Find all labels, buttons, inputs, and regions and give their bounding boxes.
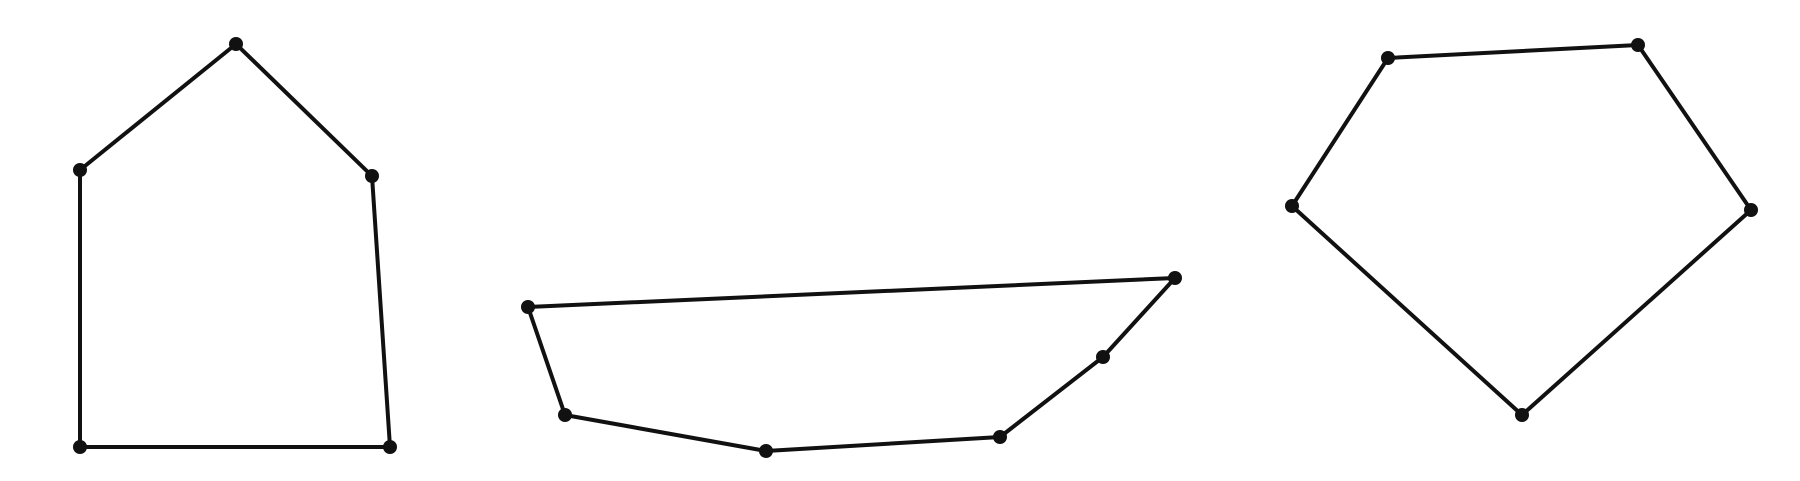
boat-hexagon-vertex-4 — [993, 430, 1007, 444]
boat-hexagon-vertex-3 — [1096, 350, 1110, 364]
boat-hexagon-vertex-2 — [1168, 271, 1182, 285]
boat-hexagon-vertex-6 — [558, 408, 572, 422]
house-pentagon-outline — [78, 42, 392, 449]
pentagon-outline — [1290, 43, 1753, 417]
boat-hexagon-outline — [526, 276, 1177, 453]
house-pentagon-shape — [73, 37, 397, 454]
house-pentagon-vertex-5 — [73, 163, 87, 177]
boat-hexagon-vertex-5 — [759, 444, 773, 458]
pentagon-shape — [1285, 38, 1758, 422]
pentagon-vertex-2 — [1631, 38, 1645, 52]
house-pentagon-vertex-3 — [383, 440, 397, 454]
shapes-layer — [73, 37, 1758, 458]
pentagon-vertex-1 — [1381, 51, 1395, 65]
house-pentagon-vertex-1 — [229, 37, 243, 51]
house-pentagon-vertex-2 — [365, 169, 379, 183]
house-pentagon-vertex-4 — [73, 440, 87, 454]
boat-hexagon-shape — [521, 271, 1182, 458]
pentagon-vertex-3 — [1744, 203, 1758, 217]
pentagon-vertex-5 — [1285, 199, 1299, 213]
boat-hexagon-vertex-1 — [521, 300, 535, 314]
pentagon-vertex-4 — [1515, 408, 1529, 422]
